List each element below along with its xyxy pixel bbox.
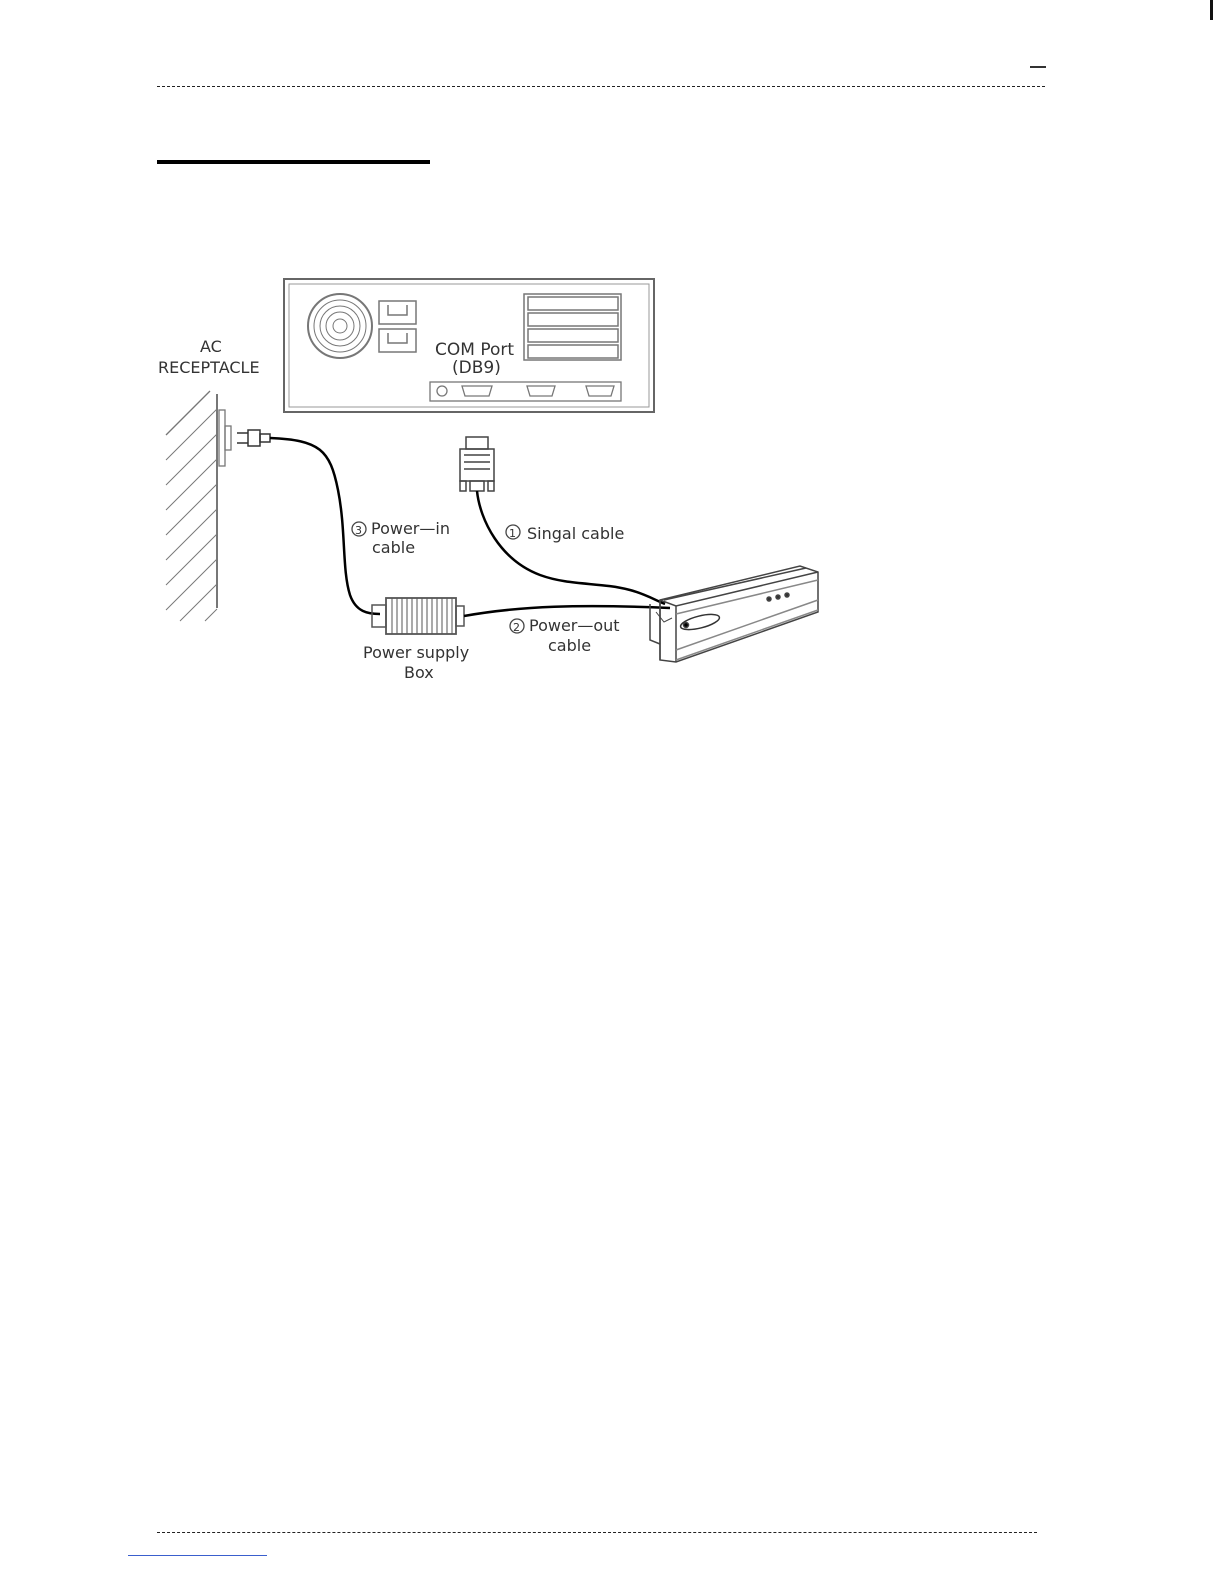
power-in-cable-number: 3 — [355, 524, 362, 537]
power-out-cable-text-line1: Power—out — [529, 616, 620, 635]
power-supply-label-line1: Power supply — [363, 643, 469, 662]
power-out-cable-label: 2 Power—out cable — [510, 616, 620, 655]
card-reader-device — [650, 566, 818, 662]
power-supply-box — [372, 598, 464, 634]
signal-cable-label: 1 Singal cable — [506, 524, 624, 543]
expansion-slots — [524, 294, 621, 360]
ac-receptacle-label-line1: AC — [200, 337, 222, 356]
ac-receptacle-label-line2: RECEPTACLE — [158, 358, 260, 377]
com-port-label-line1: COM Port — [435, 340, 514, 360]
footer-link-underline — [128, 1555, 267, 1556]
signal-cable-number: 1 — [509, 527, 516, 540]
power-out-cable-number: 2 — [513, 621, 520, 634]
power-supply-label-line2: Box — [404, 663, 434, 682]
io-port-strip — [430, 382, 621, 401]
ac-plug-icon — [237, 430, 270, 446]
footer-divider — [157, 1532, 1037, 1533]
power-in-cable-text-line2: cable — [372, 538, 415, 557]
ac-wall — [166, 391, 231, 621]
power-in-cable-text-line1: Power—in — [371, 519, 450, 538]
db9-connector-icon — [460, 437, 494, 491]
signal-cable — [477, 491, 665, 604]
connection-diagram: COM Port (DB9) AC RECEPTACLE — [0, 0, 1224, 720]
signal-cable-text: Singal cable — [527, 524, 624, 543]
pc-back-panel: COM Port (DB9) — [284, 279, 654, 412]
power-out-cable — [464, 606, 670, 616]
com-port-label-line2: (DB9) — [452, 358, 501, 378]
power-in-cable — [270, 438, 380, 614]
power-in-cable-label: 3 Power—in cable — [352, 519, 450, 557]
power-out-cable-text-line2: cable — [548, 636, 591, 655]
power-socket-icon — [379, 301, 416, 352]
fan-icon — [308, 294, 372, 358]
